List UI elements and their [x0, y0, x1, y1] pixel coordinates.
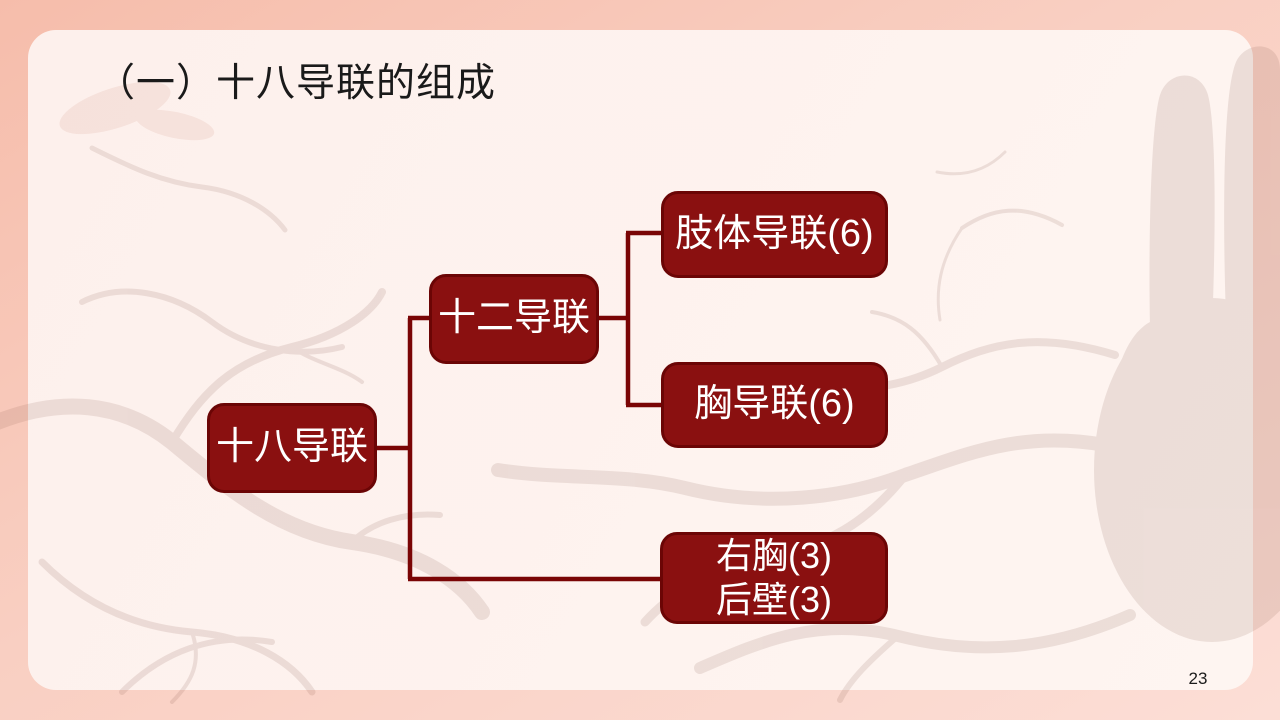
node-label: 肢体导联(6): [675, 212, 874, 255]
node-label-line2: 后壁(3): [716, 579, 832, 620]
node-limb-leads: 肢体导联(6): [661, 191, 888, 278]
page-number: 23: [1188, 669, 1208, 688]
slide-card: [28, 30, 1253, 690]
node-label: 十八导联: [215, 426, 368, 469]
node-twelve-leads: 十二导联: [429, 274, 599, 364]
node-label-line1: 右胸(3): [716, 535, 832, 577]
node-label: 胸导联(6): [694, 383, 855, 426]
node-rightchest-posterior-leads: 右胸(3) 后壁(3): [660, 532, 888, 624]
node-label: 十二导联: [437, 297, 590, 340]
node-chest-leads: 胸导联(6): [661, 362, 888, 448]
node-eighteen-leads: 十八导联: [207, 403, 377, 493]
slide-title: （一）十八导联的组成: [96, 62, 497, 105]
